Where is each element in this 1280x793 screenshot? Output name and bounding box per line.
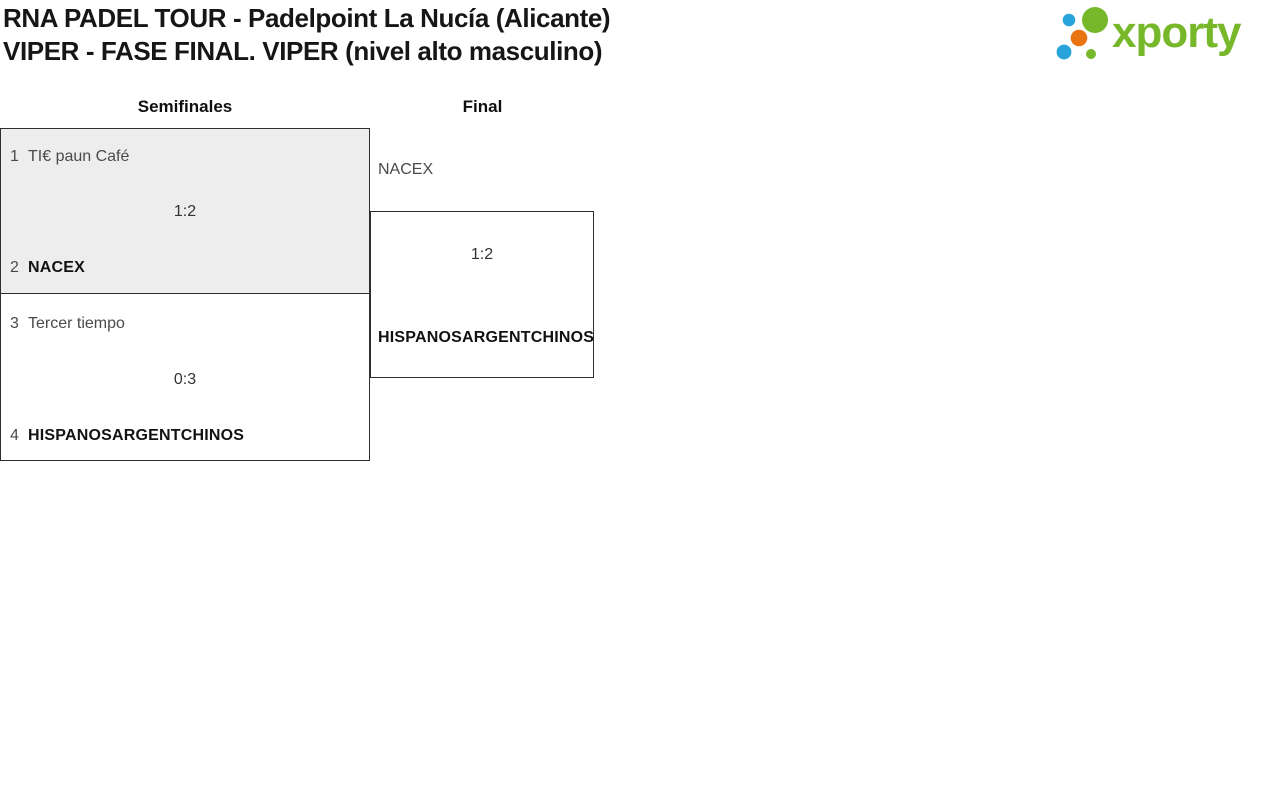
team-name: Tercer tiempo [28,315,125,332]
match-box-semifinal-1: 1 TI€ paun Café 1:2 2 NACEX [0,128,370,294]
team-seed: 3 [10,315,19,332]
match-score: 0:3 [173,371,197,388]
match-score: 1:2 [173,203,197,220]
final-team-top: NACEX [378,160,433,180]
page-subtitle: VIPER - FASE FINAL. VIPER (nivel alto ma… [3,36,603,66]
match-box-semifinal-2: 3 Tercer tiempo 0:3 4 HISPANOSARGENTCHIN… [0,293,370,461]
team-row: 1 TI€ paun Café [1,147,369,167]
match-box-final: 1:2 [370,211,594,378]
round-header-final: Final [462,97,503,116]
logo-dot-green-small-icon [1086,49,1096,59]
logo-dot-orange-icon [1070,29,1088,47]
logo-dot-blue-bottom-icon [1056,44,1072,60]
team-name: HISPANOSARGENTCHINOS [28,427,245,444]
team-name: NACEX [378,161,434,178]
page-title: RNA PADEL TOUR - Padelpoint La Nucía (Al… [3,3,611,33]
team-seed: 4 [10,427,19,444]
team-seed: 2 [10,259,19,276]
xporty-logo: xporty [1056,7,1243,60]
team-name: HISPANOSARGENTCHINOS [378,329,595,346]
team-row: 3 Tercer tiempo [1,314,369,334]
match-score: 1:2 [470,246,494,263]
title-block: RNA PADEL TOUR - Padelpoint La Nucía (Al… [3,2,611,68]
final-team-bottom: HISPANOSARGENTCHINOS [378,328,594,348]
team-row: 2 NACEX [1,258,369,278]
team-row: 4 HISPANOSARGENTCHINOS [1,426,369,446]
round-header-semifinales: Semifinales [137,97,233,116]
logo-dot-blue-top-icon [1062,13,1076,27]
logo-dot-green-large-icon [1082,7,1108,33]
team-name: TI€ paun Café [28,148,130,165]
team-name: NACEX [28,259,86,276]
xporty-logo-text: xporty [1112,8,1242,57]
team-seed: 1 [10,148,19,165]
